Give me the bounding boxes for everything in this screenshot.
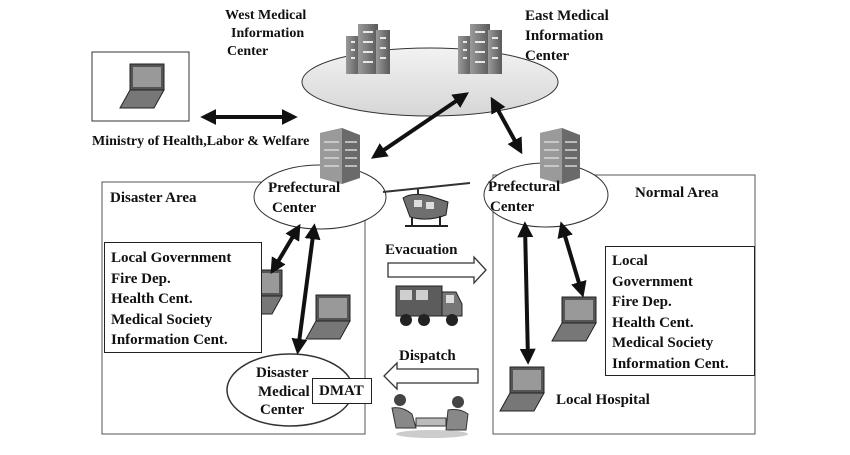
disaster-area-frame xyxy=(101,181,366,435)
dispatch-label: Dispatch xyxy=(399,348,456,364)
hospital-laptop-icon xyxy=(499,366,545,412)
disaster-org-item: Medical Society xyxy=(111,311,213,328)
west-center-label: West Medical Information Center xyxy=(225,7,306,61)
dispatch-arrow xyxy=(383,361,479,391)
helicopter-icon xyxy=(382,182,471,227)
dmat-box: DMAT xyxy=(312,378,372,404)
normal-laptop-icon xyxy=(551,296,597,342)
west-center-line2: Information xyxy=(231,26,305,41)
disaster-laptop-2-icon xyxy=(305,294,351,340)
medical-center-cloud xyxy=(301,47,559,117)
west-building-icon xyxy=(346,24,390,74)
truck-icon xyxy=(395,285,463,326)
normal-org-list: Local Government Fire Dep. Health Cent. … xyxy=(612,251,729,374)
normal-org-item: Information Cent. xyxy=(612,355,729,372)
normal-area-title: Normal Area xyxy=(635,185,719,201)
normal-org-item: Local xyxy=(612,253,648,269)
dmc-line3: Center xyxy=(260,402,305,418)
east-center-line2: Information xyxy=(525,28,604,44)
disaster-org-link-arrow xyxy=(270,223,301,275)
disaster-medical-link-arrow xyxy=(291,223,321,355)
disaster-org-list: Local Government Fire Dep. Health Cent. … xyxy=(111,248,231,351)
west-center-line3: Center xyxy=(227,44,269,59)
rescuers-icon xyxy=(391,394,469,438)
ministry-label: Ministry of Health,Labor & Welfare xyxy=(92,134,310,149)
disaster-prefectural-line1: Prefectural xyxy=(268,180,341,196)
east-building-icon xyxy=(458,24,502,74)
normal-org-link-arrow xyxy=(557,221,587,298)
normal-org-item: Medical Society xyxy=(612,335,714,351)
west-prefecture-link-arrow xyxy=(371,92,469,159)
dmc-line1: Disaster xyxy=(256,365,309,381)
disaster-prefectural-label: Prefectural Center xyxy=(268,178,340,218)
ministry-laptop-icon xyxy=(119,63,165,109)
normal-prefectural-line1: Prefectural xyxy=(488,179,561,195)
east-center-label: East Medical Information Center xyxy=(525,6,609,66)
dmc-line2: Medical xyxy=(258,383,310,400)
disaster-org-item: Local Government xyxy=(111,250,232,266)
evacuation-arrow xyxy=(387,255,487,285)
east-center-line3: Center xyxy=(525,48,570,64)
disaster-prefectural-line2: Center xyxy=(272,200,317,216)
normal-org-item: Fire Dep. xyxy=(612,294,672,310)
evacuation-label: Evacuation xyxy=(385,242,458,258)
hospital-link-arrow xyxy=(517,221,536,365)
west-center-line1: West Medical xyxy=(225,8,307,23)
disaster-org-item: Information Cent. xyxy=(111,332,228,348)
disaster-org-item: Fire Dep. xyxy=(111,270,171,287)
dmat-label: DMAT xyxy=(319,383,364,399)
east-prefecture-link-arrow xyxy=(490,96,523,155)
local-hospital-label: Local Hospital xyxy=(556,392,650,408)
disaster-medical-center-label: Disaster Medical Center xyxy=(256,364,310,420)
normal-org-box: Local Government Fire Dep. Health Cent. … xyxy=(605,246,755,376)
disaster-org-box: Local Government Fire Dep. Health Cent. … xyxy=(104,242,262,353)
normal-org-item: Government xyxy=(612,273,693,290)
disaster-area-title: Disaster Area xyxy=(110,190,197,206)
normal-prefectural-line2: Center xyxy=(490,199,535,215)
disaster-prefecture-building-icon xyxy=(320,128,360,184)
normal-prefecture-building-icon xyxy=(540,128,580,184)
normal-org-item: Health Cent. xyxy=(612,314,694,331)
normal-prefectural-label: Prefectural Center xyxy=(488,177,560,217)
east-center-line1: East Medical xyxy=(525,8,609,24)
normal-area-frame xyxy=(492,174,756,435)
disaster-org-item: Health Cent. xyxy=(111,291,193,307)
